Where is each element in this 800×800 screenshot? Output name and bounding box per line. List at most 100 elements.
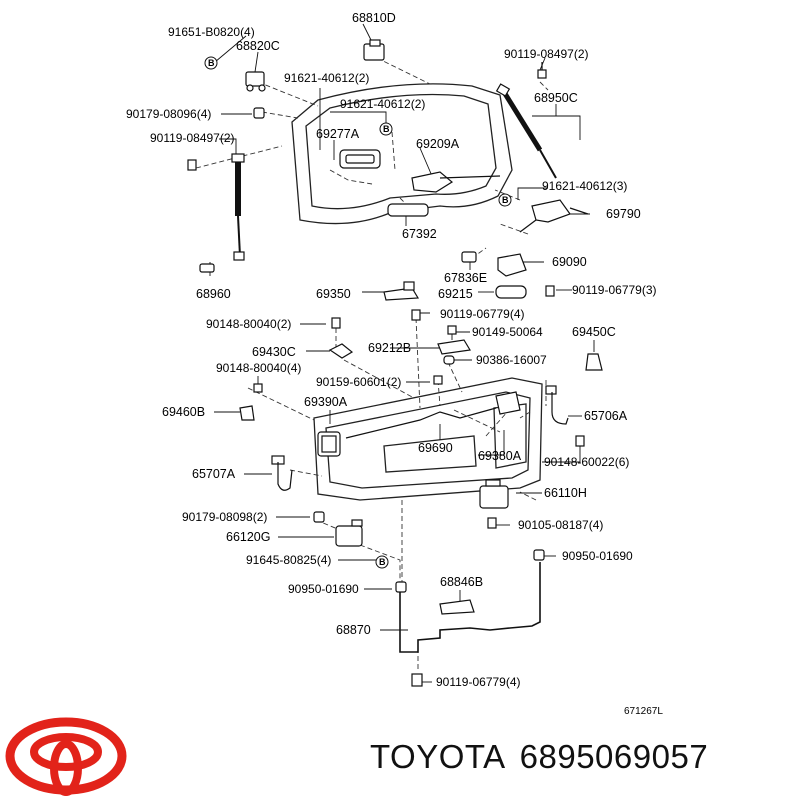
lock-69209a-icon <box>411 171 501 193</box>
bolt-marker-icon: B <box>204 56 218 70</box>
hinge-68810d-icon <box>363 39 385 61</box>
actuator-66120g-icon <box>335 519 363 547</box>
part-label: 65707A <box>192 467 236 481</box>
cable-65706a-icon <box>545 385 569 425</box>
part-label: 91621-40612(3) <box>542 179 627 193</box>
grommet-icon <box>395 581 407 593</box>
part-label: 91645-80825(4) <box>246 553 331 567</box>
part-label: 90149-50064 <box>472 325 543 339</box>
part-label: 90159-60601(2) <box>316 375 401 389</box>
svg-text:B: B <box>379 557 386 567</box>
bracket-68846b-icon <box>439 599 475 615</box>
bolt-marker-icon: B <box>375 555 389 569</box>
part-label: 66120G <box>226 530 270 544</box>
part-label: 90119-08497(2) <box>504 47 589 61</box>
part-label: 91621-40612(2) <box>340 97 425 111</box>
part-label: 67836E <box>444 271 487 285</box>
rod-69690-icon <box>345 407 497 439</box>
part-label: 67392 <box>402 227 437 241</box>
callout-lines <box>209 23 595 683</box>
nut-icon <box>253 107 265 119</box>
bolt-icon <box>537 62 547 79</box>
switch-66110h-icon <box>479 479 509 509</box>
part-label: 90386-16007 <box>476 353 547 367</box>
hinge-69350-icon <box>383 281 420 301</box>
part-label: 69090 <box>552 255 587 269</box>
part-label: 69350 <box>316 287 351 301</box>
part-label: 68950C <box>534 91 578 105</box>
toyota-logo <box>5 717 127 796</box>
hinge-68820c-icon <box>245 71 266 92</box>
part-label: 91621-40612(2) <box>284 71 369 85</box>
part-label: 90950-01690 <box>288 582 359 596</box>
cover-69215-icon <box>495 285 527 299</box>
part-label: 68810D <box>352 11 396 25</box>
bolt-icon <box>187 159 197 171</box>
upper-door-panel <box>291 83 513 225</box>
part-label: 69212B <box>368 341 411 355</box>
part-label: 69790 <box>606 207 641 221</box>
part-label: 69390A <box>304 395 348 409</box>
lock-69380a-icon <box>495 391 521 415</box>
grommet-69450c-icon <box>585 353 603 371</box>
part-label: 90119-08497(2) <box>150 131 235 145</box>
screw-icon <box>433 375 443 385</box>
screw-icon <box>575 435 585 447</box>
svg-text:B: B <box>208 58 215 68</box>
part-label: 69380A <box>478 449 522 463</box>
lock-69790-icon <box>519 199 589 233</box>
part-label: 65706A <box>584 409 628 423</box>
part-number: 6895069057 <box>519 738 709 775</box>
part-label: 90119-06779(3) <box>572 283 657 297</box>
brand-name: TOYOTA <box>370 738 506 775</box>
part-label: 69450C <box>572 325 616 339</box>
bolt-icon <box>487 517 497 529</box>
bolt-markers: B B B B <box>204 56 512 569</box>
svg-text:B: B <box>383 124 390 134</box>
bolt-marker-icon: B <box>498 193 512 207</box>
nut-icon <box>313 511 325 523</box>
bolt-icon <box>331 317 341 329</box>
diagram-ref-code: 671267L <box>624 706 663 717</box>
part-label: 90148-80040(2) <box>206 317 291 331</box>
stopper-69460b-icon <box>239 405 255 421</box>
part-label: 69215 <box>438 287 473 301</box>
part-label: 90148-80040(4) <box>216 361 301 375</box>
part-label: 91651-B0820(4) <box>168 25 255 39</box>
svg-text:B: B <box>502 195 509 205</box>
part-label: 90950-01690 <box>562 549 633 563</box>
cushion-icon <box>443 355 455 365</box>
handle-69212b-icon <box>437 339 471 355</box>
clip-icon <box>199 263 215 273</box>
bolt-icon <box>411 673 423 687</box>
part-label: 90119-06779(4) <box>440 307 525 321</box>
part-labels: 91651-B0820(4) 68810D 68820C 90119-08497… <box>126 11 663 717</box>
part-label: 69209A <box>416 137 460 151</box>
part-label: 69460B <box>162 405 205 419</box>
garnish-67392-icon <box>387 203 429 217</box>
part-label: 90119-06779(4) <box>436 675 521 689</box>
part-label: 90179-08098(2) <box>182 510 267 524</box>
screw-icon <box>253 383 263 393</box>
part-label: 68870 <box>336 623 371 637</box>
grommet-icon <box>533 549 545 561</box>
part-label: 68846B <box>440 575 483 589</box>
part-label: 90179-08096(4) <box>126 107 211 121</box>
bolt-icon <box>447 325 457 335</box>
stopper-69430c-icon <box>328 343 354 359</box>
part-label: 69690 <box>418 441 453 455</box>
part-label: 69430C <box>252 345 296 359</box>
lock-69390a-icon <box>317 431 341 457</box>
part-label: 68820C <box>236 39 280 53</box>
part-label: 66110H <box>544 486 587 500</box>
bolt-icon <box>411 309 421 321</box>
cable-65707a-icon <box>271 455 293 491</box>
lock-69090-icon <box>497 253 527 277</box>
bolt-icon <box>545 285 555 297</box>
part-label: 90105-08187(4) <box>518 518 603 532</box>
part-label: 69277A <box>316 127 360 141</box>
part-label: 68960 <box>196 287 231 301</box>
damper-stay-68960-icon <box>231 153 245 261</box>
harness-68870-icon <box>399 562 541 653</box>
